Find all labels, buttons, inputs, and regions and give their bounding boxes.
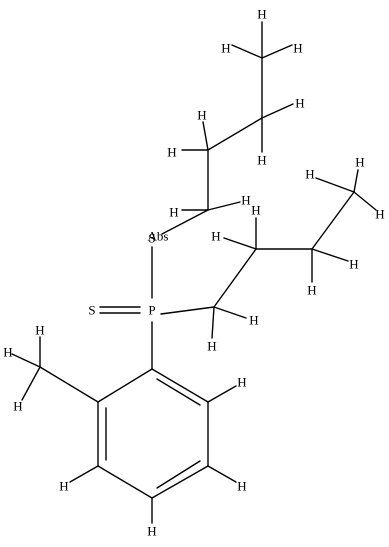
atom-label-hydrogen: H: [295, 96, 304, 111]
atom-label-hydrogen: H: [147, 524, 156, 539]
atom-label-hydrogen: H: [167, 145, 176, 160]
ring-double-bond: [156, 378, 201, 406]
bond-c-h: [353, 169, 359, 193]
atom-label-hydrogen: H: [249, 313, 258, 328]
ring-bond: [151, 368, 209, 403]
bond-c-c: [207, 117, 263, 151]
atom-label-hydrogen: H: [207, 339, 216, 354]
atom-label-hydrogen: H: [349, 257, 358, 272]
bond-layer: [11, 21, 377, 524]
bond-c-h: [261, 103, 294, 119]
atom-label-layer: S P S Abs H H H H H H H H H H H H H H H …: [3, 7, 384, 539]
bond-c-h: [213, 306, 247, 319]
atom-label-sulfur-thione: S: [88, 303, 95, 318]
atom-label-sulfur-thio: S: [148, 231, 155, 246]
bond-c-h: [223, 237, 257, 250]
bond-p-c: [160, 306, 215, 315]
atom-label-hydrogen: H: [59, 479, 68, 494]
bond-c-h: [207, 465, 237, 483]
atom-label-phosphorus: P: [148, 303, 155, 318]
atom-label-hydrogen: H: [305, 167, 314, 182]
atom-label-hydrogen: H: [197, 108, 206, 123]
bond-c-h: [69, 465, 99, 483]
atom-label-hydrogen: H: [257, 7, 266, 22]
bond-ring-methyl: [39, 366, 99, 403]
ring-bond: [151, 465, 209, 499]
atom-label-hydrogen: H: [307, 283, 316, 298]
atom-label-hydrogen: H: [257, 153, 266, 168]
atom-label-hydrogen: H: [237, 375, 246, 390]
bond-c-h: [353, 191, 377, 211]
stereo-flag-label: Abs: [148, 229, 169, 244]
ring-bond: [97, 465, 153, 499]
ring-bond: [97, 368, 153, 403]
atom-label-hydrogen: H: [13, 399, 22, 414]
atom-label-hydrogen: H: [211, 229, 220, 244]
atom-label-hydrogen: H: [355, 155, 364, 170]
bond-c-h: [261, 44, 293, 59]
ring-double-bond: [156, 460, 201, 489]
atom-label-hydrogen: H: [375, 207, 384, 222]
atom-label-hydrogen: H: [169, 205, 178, 220]
bond-c-h: [21, 366, 41, 401]
bond-c-h: [11, 353, 41, 368]
atom-label-hydrogen: H: [3, 345, 12, 360]
atom-label-hydrogen: H: [237, 479, 246, 494]
atom-label-hydrogen: H: [35, 323, 44, 338]
bond-s-c: [161, 209, 209, 235]
atom-label-hydrogen: H: [241, 193, 250, 208]
atom-label-hydrogen: H: [293, 41, 302, 56]
bond-c-h: [207, 201, 241, 211]
bond-c-h: [311, 248, 349, 262]
atom-label-hydrogen: H: [221, 41, 230, 56]
bond-c-h: [315, 177, 355, 193]
bond-c-h: [202, 121, 209, 151]
bond-c-c: [311, 191, 355, 250]
bond-c-h: [211, 306, 215, 339]
bond-c-c: [213, 248, 257, 308]
bond-c-h: [231, 44, 263, 59]
atom-label-hydrogen: H: [251, 203, 260, 218]
bond-c-h: [207, 385, 237, 403]
